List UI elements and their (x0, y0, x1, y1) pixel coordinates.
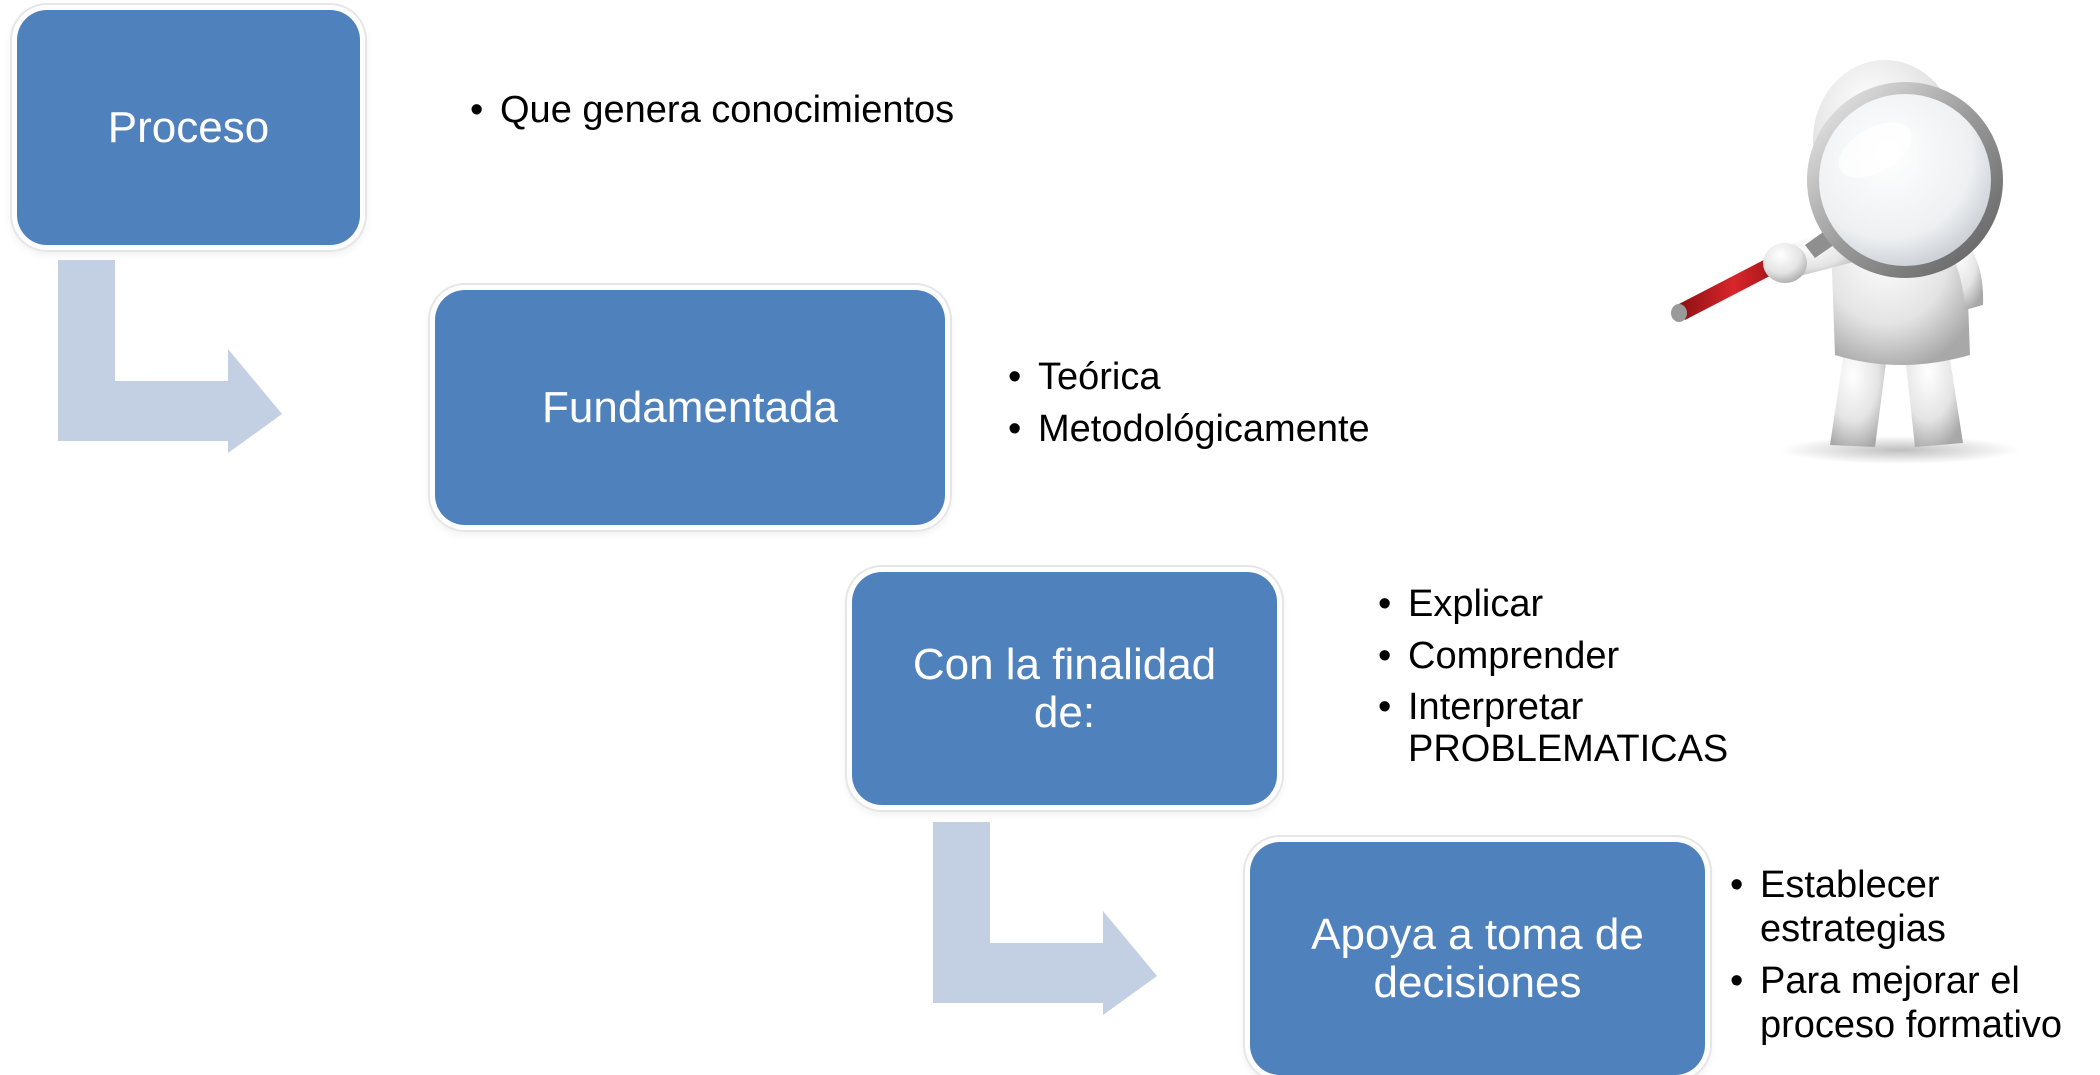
step-box-proceso: Proceso (17, 10, 360, 245)
bullets-decisiones: Establecer estrategias Para mejorar el p… (1730, 863, 2090, 1055)
bullet-item: Metodológicamente (1008, 407, 1508, 451)
bullets-fundamentada: Teórica Metodológicamente (1008, 355, 1508, 459)
step-label-decisiones: Apoya a toma de decisiones (1311, 909, 1644, 1007)
bullet-item: Comprender (1378, 634, 1748, 678)
step-box-fundamentada: Fundamentada (435, 290, 945, 525)
bullet-item: Que genera conocimientos (470, 88, 1170, 132)
bullets-finalidad: Explicar Comprender Interpretar PROBLEMA… (1378, 582, 1748, 778)
bullets-proceso: Que genera conocimientos (470, 88, 1170, 140)
step-box-finalidad: Con la finalidad de: (852, 572, 1277, 805)
bullet-item: Interpretar PROBLEMATICAS (1378, 686, 1748, 770)
step-box-decisiones: Apoya a toma de decisiones (1250, 842, 1705, 1075)
bullet-item: Teórica (1008, 355, 1508, 399)
bullet-item: Establecer estrategias (1730, 863, 2090, 951)
person-with-magnifying-glass-icon (1671, 60, 2020, 464)
step-label-finalidad: Con la finalidad de: (912, 639, 1217, 737)
step-label-proceso: Proceso (107, 102, 270, 152)
bullet-item: Explicar (1378, 582, 1748, 626)
step-label-fundamentada: Fundamentada (542, 382, 838, 432)
connector-arrow-2 (933, 822, 1157, 1015)
connector-arrow-1 (58, 260, 282, 453)
bullet-item: Para mejorar el proceso formativo (1730, 959, 2090, 1047)
